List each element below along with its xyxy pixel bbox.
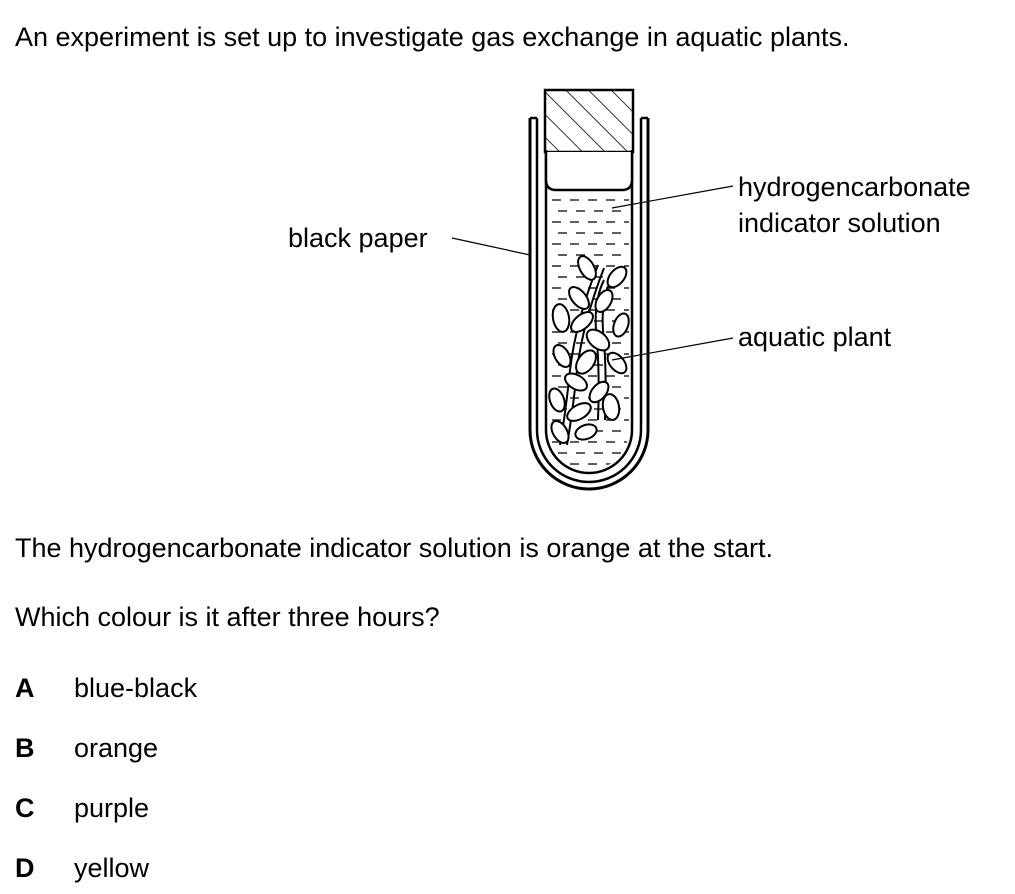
option-letter: A <box>15 673 35 703</box>
option-letter: C <box>15 793 35 823</box>
option-text: purple <box>74 793 150 823</box>
option-letter: D <box>15 853 35 883</box>
question-prompt: Which colour is it after three hours? <box>15 602 440 632</box>
aquatic-plant <box>548 255 630 446</box>
option-text: blue-black <box>74 673 198 703</box>
label-black-paper: black paper <box>288 223 428 253</box>
black-paper-sleeve <box>528 116 650 491</box>
test-tube <box>544 150 634 475</box>
bung <box>543 88 635 192</box>
option-letter: B <box>15 733 35 763</box>
question-intro: An experiment is set up to investigate g… <box>15 22 850 52</box>
label-indicator-line2: indicator solution <box>738 208 941 238</box>
question-statement: The hydrogencarbonate indicator solution… <box>15 533 773 563</box>
leader-lines <box>451 185 734 361</box>
label-aquatic-plant: aquatic plant <box>738 322 892 352</box>
label-indicator-line1: hydrogencarbonate <box>738 172 971 202</box>
option-text: yellow <box>74 853 150 883</box>
option-text: orange <box>74 733 159 763</box>
